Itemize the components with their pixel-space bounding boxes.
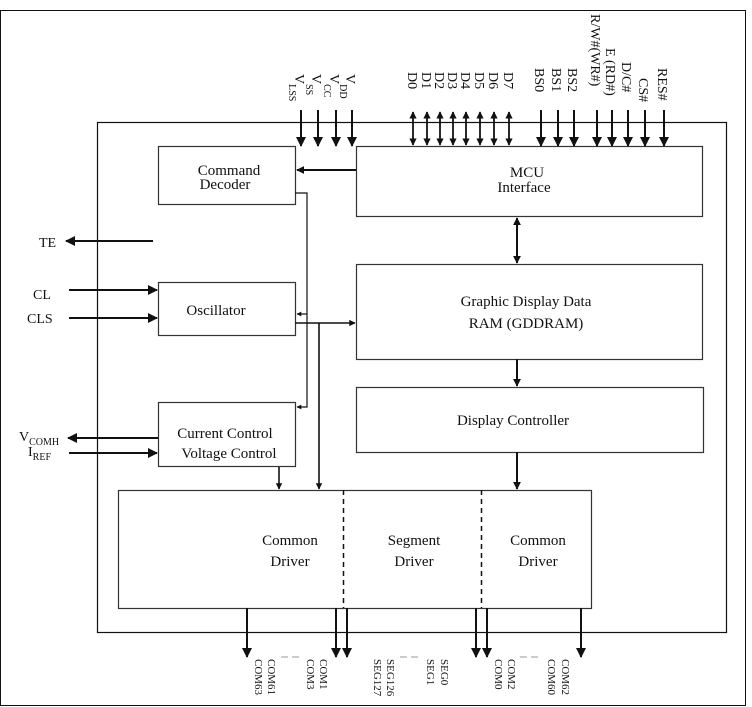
control-pin-label: BS0	[531, 68, 546, 92]
control-pin-label: E (RD#)	[602, 48, 617, 96]
common-driver-right-label-2: Driver	[518, 554, 557, 570]
power-pin-label: VDD	[337, 74, 357, 99]
data-pin-label: D3	[444, 72, 459, 89]
com-right-pin-label: COM60	[545, 659, 557, 696]
gddram-label-2: RAM (GDDRAM)	[469, 316, 584, 332]
seg-pin-label: SEG0	[438, 659, 450, 686]
data-pin-label: D6	[485, 72, 500, 89]
com-left-pin-label: COM3	[304, 659, 316, 690]
control-pin-label: R/W#(WR#)	[587, 14, 602, 87]
display-controller-label: Display Controller	[457, 413, 569, 429]
seg-pin-label: SEG126	[384, 659, 396, 697]
com-left-pin-label: COM61	[265, 659, 277, 695]
power-pin-label: VSS	[303, 74, 323, 95]
gddram-block: Graphic Display Data RAM (GDDRAM)	[355, 263, 704, 361]
common-driver-right-label-1: Common	[510, 533, 566, 549]
oscillator-block: Oscillator	[157, 281, 297, 337]
command-decoder-label-1: Command	[198, 163, 261, 179]
segment-driver-label-2: Driver	[394, 554, 433, 570]
mcu-interface-block: MCU Interface	[355, 145, 704, 218]
cl-pin-label: CL	[33, 288, 51, 303]
gddram-label-1: Graphic Display Data	[461, 294, 592, 310]
data-pin-label: D1	[418, 72, 433, 89]
seg-pin-label: SEG1	[424, 659, 436, 685]
current-control-label: Current Control	[177, 426, 272, 442]
command-decoder-block: Command Decoder	[157, 145, 297, 206]
control-pin-label: BS2	[564, 68, 579, 92]
oscillator-label: Oscillator	[186, 303, 245, 319]
cls-pin-label: CLS	[27, 312, 53, 327]
voltage-control-label: Voltage Control	[181, 446, 276, 462]
data-pin-label: D4	[457, 72, 472, 89]
data-pin-label: D7	[500, 72, 515, 89]
power-pin-label: VCC	[321, 74, 341, 98]
left-pins	[65, 236, 158, 458]
internal-connections	[275, 166, 521, 490]
control-pin-label: CS#	[635, 78, 650, 102]
mcu-interface-label-2: Interface	[497, 180, 551, 196]
seg-pin-label: SEG127	[371, 659, 383, 697]
control-pin-label: D/C#	[618, 62, 633, 92]
com-left-pin-label: COM63	[252, 659, 264, 696]
te-pin-label: TE	[39, 236, 56, 251]
page-frame	[0, 10, 746, 706]
display-controller-block: Display Controller	[355, 386, 705, 454]
control-pin-label: RES#	[654, 68, 669, 101]
data-pin-label: D2	[431, 72, 446, 89]
com-right-pin-label: COM2	[505, 659, 517, 690]
common-driver-left-label-1: Common	[262, 533, 318, 549]
data-pin-label: D5	[471, 72, 486, 89]
command-decoder-label-2: Decoder	[200, 177, 251, 193]
power-pin-label: VLSS	[286, 74, 306, 101]
data-pin-label: D0	[404, 72, 419, 89]
bottom-pin-arrows	[242, 608, 586, 658]
top-pin-arrows	[296, 110, 669, 147]
com-right-pin-label: COM0	[492, 659, 504, 690]
mcu-interface-label-1: MCU	[510, 165, 544, 181]
segment-driver-label-1: Segment	[388, 533, 441, 549]
com-left-pin-label: COM1	[317, 659, 329, 690]
common-driver-left-label-2: Driver	[270, 554, 309, 570]
com-right-pin-label: COM62	[559, 659, 571, 695]
vcomh-pin-label: VCOMH	[19, 430, 59, 448]
current-voltage-control-block: Current Control Voltage Control	[157, 401, 297, 468]
driver-block: Common Driver Segment Driver Common Driv…	[117, 489, 593, 610]
iref-pin-label: IREF	[28, 445, 51, 463]
control-pin-label: BS1	[548, 68, 563, 92]
